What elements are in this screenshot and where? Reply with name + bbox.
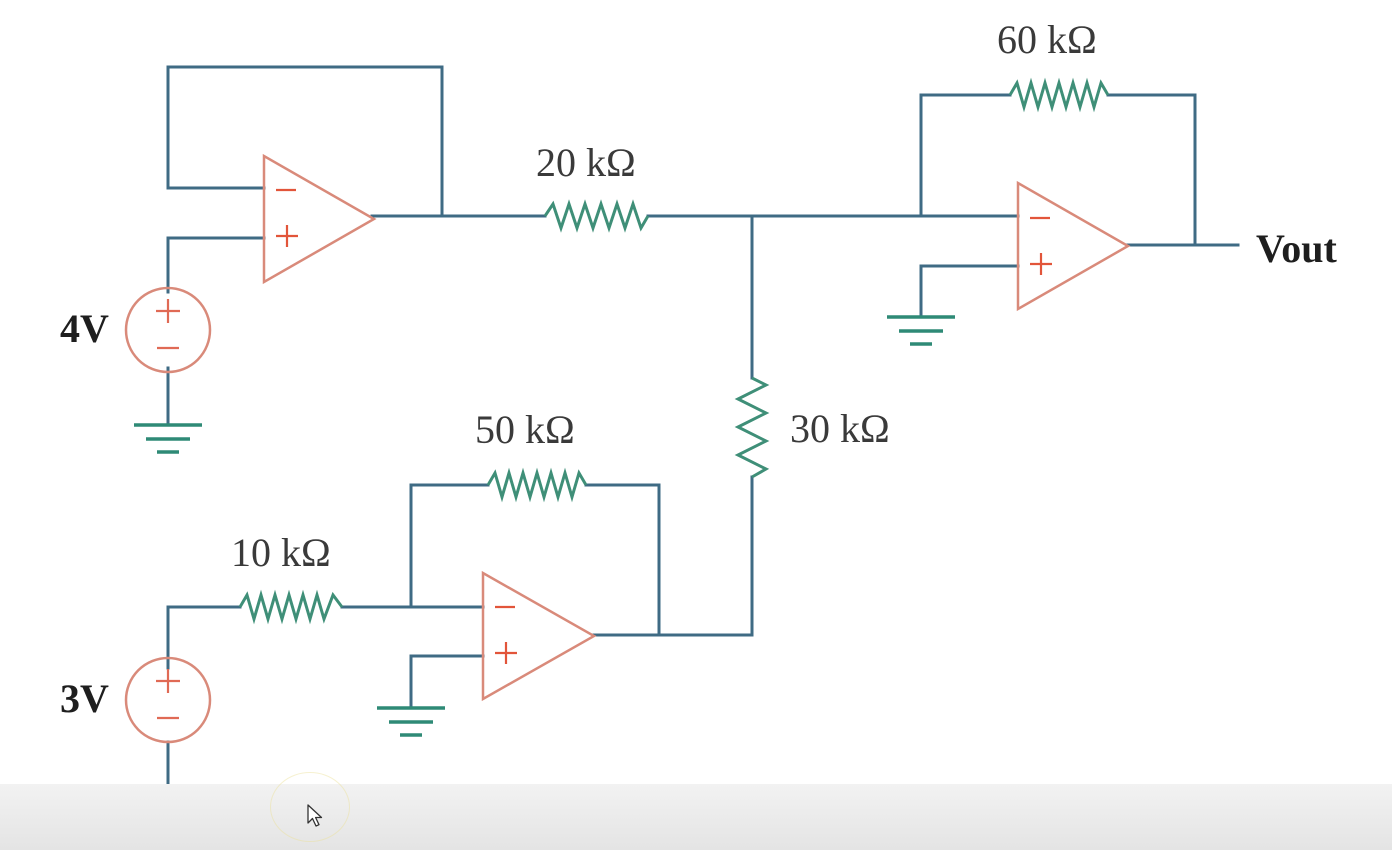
wire-opamp2-plus-ground [409,654,485,709]
wire-opamp3-feedback-left [919,93,1012,218]
source-4v-circle [124,286,212,374]
video-controls-bar[interactable] [0,784,1392,850]
wire-30k-to-opamp2-out [592,475,754,637]
wire-opamp2-feedback-left [409,483,490,609]
label-3v: 3V [60,676,109,721]
opamp-2-body [481,570,597,702]
wire-opamp3-feedback-right [1106,93,1197,247]
opamp-2 [481,570,597,702]
label-4v: 4V [60,306,109,351]
ground-opamp2 [377,706,445,737]
mouse-pointer-icon [307,804,323,827]
wire-opamp2-feedback-right [584,483,661,637]
resistors [238,77,1110,625]
label-20k: 20 kΩ [536,140,636,185]
source-3v-circle [124,656,212,744]
label-vout: Vout [1256,226,1337,271]
wires [166,65,1240,795]
opamp-1-body [262,153,377,285]
resistor-60k [1008,77,1110,113]
wire-follower-feedback [166,65,444,218]
ground-opamp3 [887,315,955,346]
resistor-20k [543,199,650,233]
opamp-1 [262,153,377,285]
resistor-50k [486,467,588,503]
label-10k: 10 kΩ [231,530,331,575]
resistor-30k [734,376,770,479]
source-4v [124,286,212,374]
ground-4v [134,423,202,454]
wire-3v-to-10k [166,605,242,670]
wire-opamp3-plus-ground [919,264,1020,318]
label-30k: 30 kΩ [790,406,890,451]
opamp-3-body [1016,180,1131,312]
source-3v [124,656,212,744]
resistor-10k [238,589,344,625]
wire-4v-to-opamp1-plus [166,236,266,294]
opamp-3 [1016,180,1131,312]
label-50k: 50 kΩ [475,407,575,452]
cursor-highlight [270,772,350,842]
label-60k: 60 kΩ [997,17,1097,62]
labels: 20 kΩ 60 kΩ 50 kΩ 10 kΩ 30 kΩ 4V 3V Vout [60,17,1337,721]
